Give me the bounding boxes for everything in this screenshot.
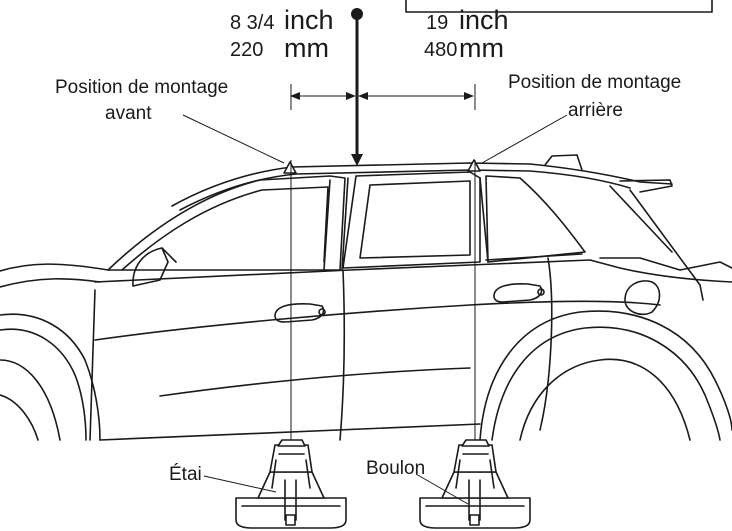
front-dimension-mm-unit: mm [284, 33, 329, 63]
rear-mount-marker-icon [467, 159, 481, 172]
stay-leader [203, 475, 277, 493]
rear-stay-bracket [419, 439, 531, 529]
rear-dimension-label: 19 inch 480 mm [424, 5, 509, 63]
rear-position-label-line2: arrière [568, 100, 623, 121]
rear-position-leader [481, 114, 568, 164]
front-position-label-line2: avant [105, 103, 152, 124]
reference-point-marker [351, 8, 363, 166]
front-dimension-label: 8 3/4 inch 220 mm [230, 5, 334, 63]
front-dimension-mm-value: 220 [230, 39, 263, 61]
bolt-label: Boulon [366, 458, 425, 479]
rear-dimension-mm-value: 480 [424, 39, 457, 61]
front-position-leader [182, 114, 285, 164]
car-side-view [0, 154, 732, 441]
rear-dimension-mm-unit: mm [459, 33, 504, 63]
header-box [405, 0, 713, 13]
rear-dimension-inch-unit: inch [459, 5, 509, 35]
dimension-arrows [290, 84, 476, 110]
front-mount-marker-icon [283, 161, 297, 174]
front-position-label-line1: Position de montage [55, 77, 228, 98]
rear-position-label-line1: Position de montage [508, 72, 681, 93]
front-stay-bracket [235, 439, 347, 529]
front-dimension-inch-unit: inch [284, 5, 334, 35]
front-dimension-inch-value: 8 3/4 [230, 12, 274, 34]
stay-label: Étai [169, 464, 202, 485]
rear-dimension-inch-value: 19 [426, 12, 448, 34]
bolt-leader [415, 473, 469, 505]
